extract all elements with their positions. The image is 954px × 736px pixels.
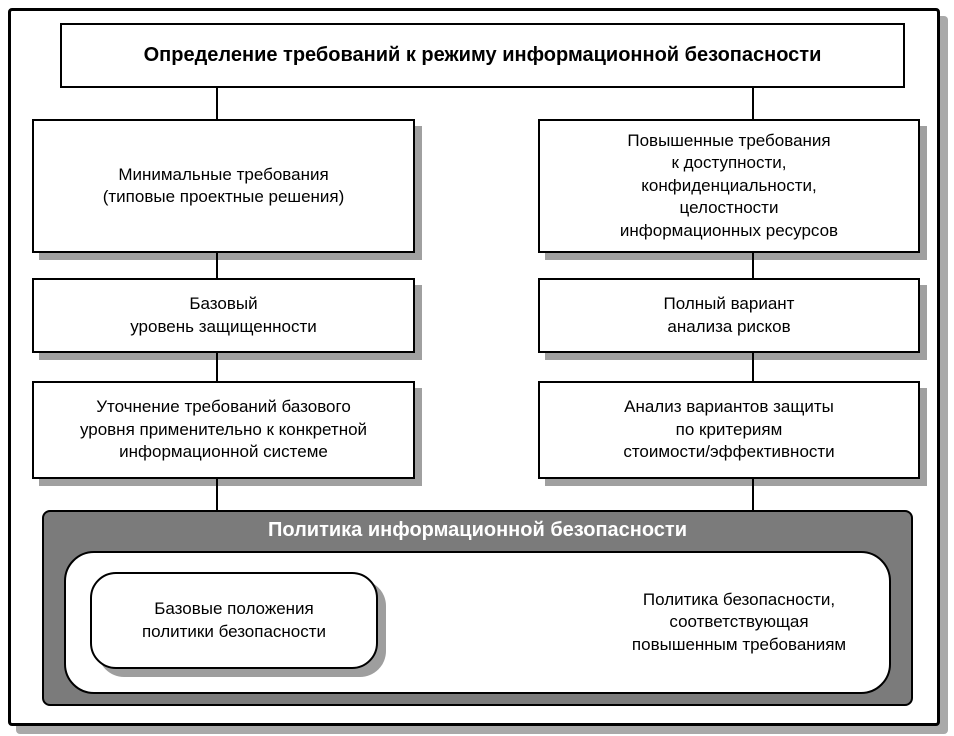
protection-options-analysis-label: Анализ вариантов защиты по критериям сто… bbox=[623, 397, 835, 462]
full-risk-analysis-box: Полный вариант анализа рисков bbox=[538, 278, 920, 353]
basic-protection-level-box: Базовый уровень защищенности bbox=[32, 278, 415, 353]
basic-policy-provisions-label: Базовые положения политики безопасности bbox=[141, 599, 327, 641]
connector-line bbox=[752, 353, 754, 381]
basic-protection-level-label: Базовый уровень защищенности bbox=[130, 294, 317, 336]
refine-requirements-label: Уточнение требований базового уровня при… bbox=[79, 397, 368, 462]
enhanced-requirements-box: Повышенные требования к доступности, кон… bbox=[538, 119, 920, 253]
basic-policy-provisions-box: Базовые положения политики безопасности bbox=[90, 572, 378, 669]
minimal-requirements-box: Минимальные требования (типовые проектны… bbox=[32, 119, 415, 253]
enhanced-policy-text: Политика безопасности, соответствующая п… bbox=[631, 590, 847, 654]
diagram-title-box: Определение требований к режиму информац… bbox=[60, 23, 905, 88]
enhanced-requirements-label: Повышенные требования к доступности, кон… bbox=[619, 130, 839, 240]
refine-requirements-box: Уточнение требований базового уровня при… bbox=[32, 381, 415, 479]
diagram-title: Определение требований к режиму информац… bbox=[143, 44, 822, 67]
connector-line bbox=[216, 253, 218, 278]
connector-line bbox=[216, 88, 218, 119]
full-risk-analysis-label: Полный вариант анализа рисков bbox=[663, 294, 795, 336]
connector-line bbox=[752, 479, 754, 510]
connector-line bbox=[216, 479, 218, 510]
security-policy-panel: Политика информационной безопасности Баз… bbox=[42, 510, 913, 706]
connector-line bbox=[752, 253, 754, 278]
connector-line bbox=[752, 88, 754, 119]
connector-line bbox=[216, 353, 218, 381]
policy-content-container: Базовые положения политики безопасности … bbox=[64, 551, 891, 694]
minimal-requirements-label: Минимальные требования (типовые проектны… bbox=[102, 164, 345, 206]
security-policy-panel-title: Политика информационной безопасности bbox=[267, 519, 688, 541]
protection-options-analysis-box: Анализ вариантов защиты по критериям сто… bbox=[538, 381, 920, 479]
